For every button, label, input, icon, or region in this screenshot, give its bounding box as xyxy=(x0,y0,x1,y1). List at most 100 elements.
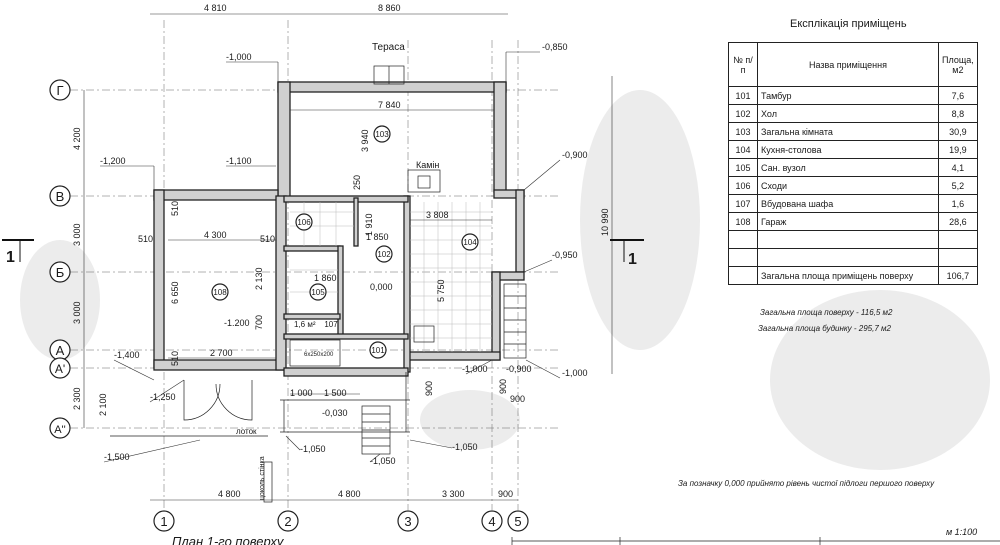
dim-text: 3 300 xyxy=(442,489,465,499)
cell-area: 7,6 xyxy=(938,86,978,105)
section-mark-right: 1 xyxy=(610,239,644,268)
level-mark: -1,000 xyxy=(462,364,488,374)
room-tag-102: 102 xyxy=(377,250,391,259)
section-label-right: 1 xyxy=(628,251,637,268)
label-terrace: Тераса xyxy=(372,42,405,53)
level-marks: -1,000 -0,850 -1,200 -1,100 -0,900 -0,95… xyxy=(100,42,588,466)
label-plinth-wall: цоколь стінка xyxy=(258,456,266,500)
dim-text: 4 300 xyxy=(204,230,227,240)
explication-title: Експлікація приміщень xyxy=(790,18,907,30)
level-mark: -1,050 xyxy=(452,442,478,452)
dim-text: 2 100 xyxy=(98,393,108,416)
cell-area: 4,1 xyxy=(938,158,978,177)
label-gutter: лоток xyxy=(236,427,257,436)
dim-text: 3 000 xyxy=(72,301,82,324)
dim-text: 700 xyxy=(254,315,264,330)
dim-text: 3 000 xyxy=(72,223,82,246)
level-leaders xyxy=(100,51,561,463)
dim-text: 900 xyxy=(498,489,513,499)
cell-name: Сан. вузол xyxy=(757,158,939,177)
level-mark: -1,050 xyxy=(370,456,396,466)
dim-text: 7 840 xyxy=(378,100,401,110)
cell-num: 102 xyxy=(728,104,758,123)
level-mark: -0,900 xyxy=(562,150,588,160)
room-tag-103: 103 xyxy=(375,130,389,139)
row-axes: Г В Б А А' А'' xyxy=(49,79,71,439)
note-scale: м 1:100 xyxy=(946,527,978,537)
dim-text: 1 860 xyxy=(314,273,337,283)
axis-label-col-1: 1 xyxy=(160,514,167,529)
dim-text: 3 808 xyxy=(426,210,449,220)
cell-area: 5,2 xyxy=(938,176,978,195)
total-label: Загальна площа приміщень поверху xyxy=(757,266,939,285)
axis-label-col-4: 4 xyxy=(488,514,495,529)
dim-text: 510 xyxy=(260,234,275,244)
axis-label-row-b: Б xyxy=(56,265,65,280)
dim-text: 3 940 xyxy=(360,129,370,152)
cell-area: 28,6 xyxy=(938,212,978,231)
note-building-area: Загальна площа будинку - 295,7 м2 xyxy=(758,324,891,333)
empty-cell xyxy=(938,248,978,267)
dim-text: 2 700 xyxy=(210,348,233,358)
room-tag-104: 104 xyxy=(463,238,477,247)
dim-text: 4 200 xyxy=(72,127,82,150)
garage-door xyxy=(110,372,410,503)
axis-label-col-5: 5 xyxy=(514,514,521,529)
dim-text: 5 750 xyxy=(436,279,446,302)
dim-text: 6 650 xyxy=(170,281,180,304)
dim-text: 250 xyxy=(352,175,362,190)
cell-num: 106 xyxy=(728,176,758,195)
dim-text: 2 300 xyxy=(72,387,82,410)
total-value: 106,7 xyxy=(938,266,978,285)
column-axes: 1 2 3 4 5 xyxy=(153,510,529,532)
dim-text: 4 800 xyxy=(218,489,241,499)
room-tag-106: 106 xyxy=(297,218,311,227)
note-datum: За позначку 0,000 прийнято рівень чистої… xyxy=(678,479,935,488)
label-stair: 6х250х200 xyxy=(304,352,334,358)
dim-text: 1 500 xyxy=(324,388,347,398)
cell-num: 104 xyxy=(728,140,758,159)
terrace-door xyxy=(373,65,441,343)
cell-num: 103 xyxy=(728,122,758,141)
empty-cell xyxy=(728,266,758,285)
level-mark: -1,000 xyxy=(562,368,588,378)
room-tag-107: 107 xyxy=(324,320,338,329)
level-mark: -0,900 xyxy=(506,364,532,374)
level-mark: -1,400 xyxy=(114,350,140,360)
axis-label-row-a: А xyxy=(56,343,65,358)
dim-text: 900 xyxy=(424,381,434,396)
empty-cell xyxy=(757,248,939,267)
axis-label-col-2: 2 xyxy=(284,514,291,529)
dim-text: 1 850 xyxy=(366,232,389,242)
level-mark: -1,050 xyxy=(300,444,326,454)
scan-smudges xyxy=(20,90,990,470)
cell-name: Сходи xyxy=(757,176,939,195)
axis-label-row-v: В xyxy=(56,189,65,204)
empty-cell xyxy=(757,230,939,249)
cell-num: 101 xyxy=(728,86,758,105)
dim-text: 510 xyxy=(170,351,180,366)
cell-name: Тамбур xyxy=(757,86,939,105)
level-mark: -1,500 xyxy=(104,452,130,462)
col-header-area: Площа, м2 xyxy=(938,42,978,87)
cell-area: 8,8 xyxy=(938,104,978,123)
empty-cell xyxy=(728,230,758,249)
cell-area: 1,6 xyxy=(938,194,978,213)
cell-name: Загальна кімната xyxy=(757,122,939,141)
label-closet-area: 1,6 м² xyxy=(294,320,316,329)
dimension-text: 4 810 8 860 4 800 4 800 3 300 900 4 200 … xyxy=(72,3,610,499)
dim-text: 4 810 xyxy=(204,3,227,13)
level-mark: -0,950 xyxy=(552,250,578,260)
cell-num: 107 xyxy=(728,194,758,213)
level-mark: -1,100 xyxy=(226,156,252,166)
dim-text: 510 xyxy=(170,201,180,216)
dim-text: 8 860 xyxy=(378,3,401,13)
